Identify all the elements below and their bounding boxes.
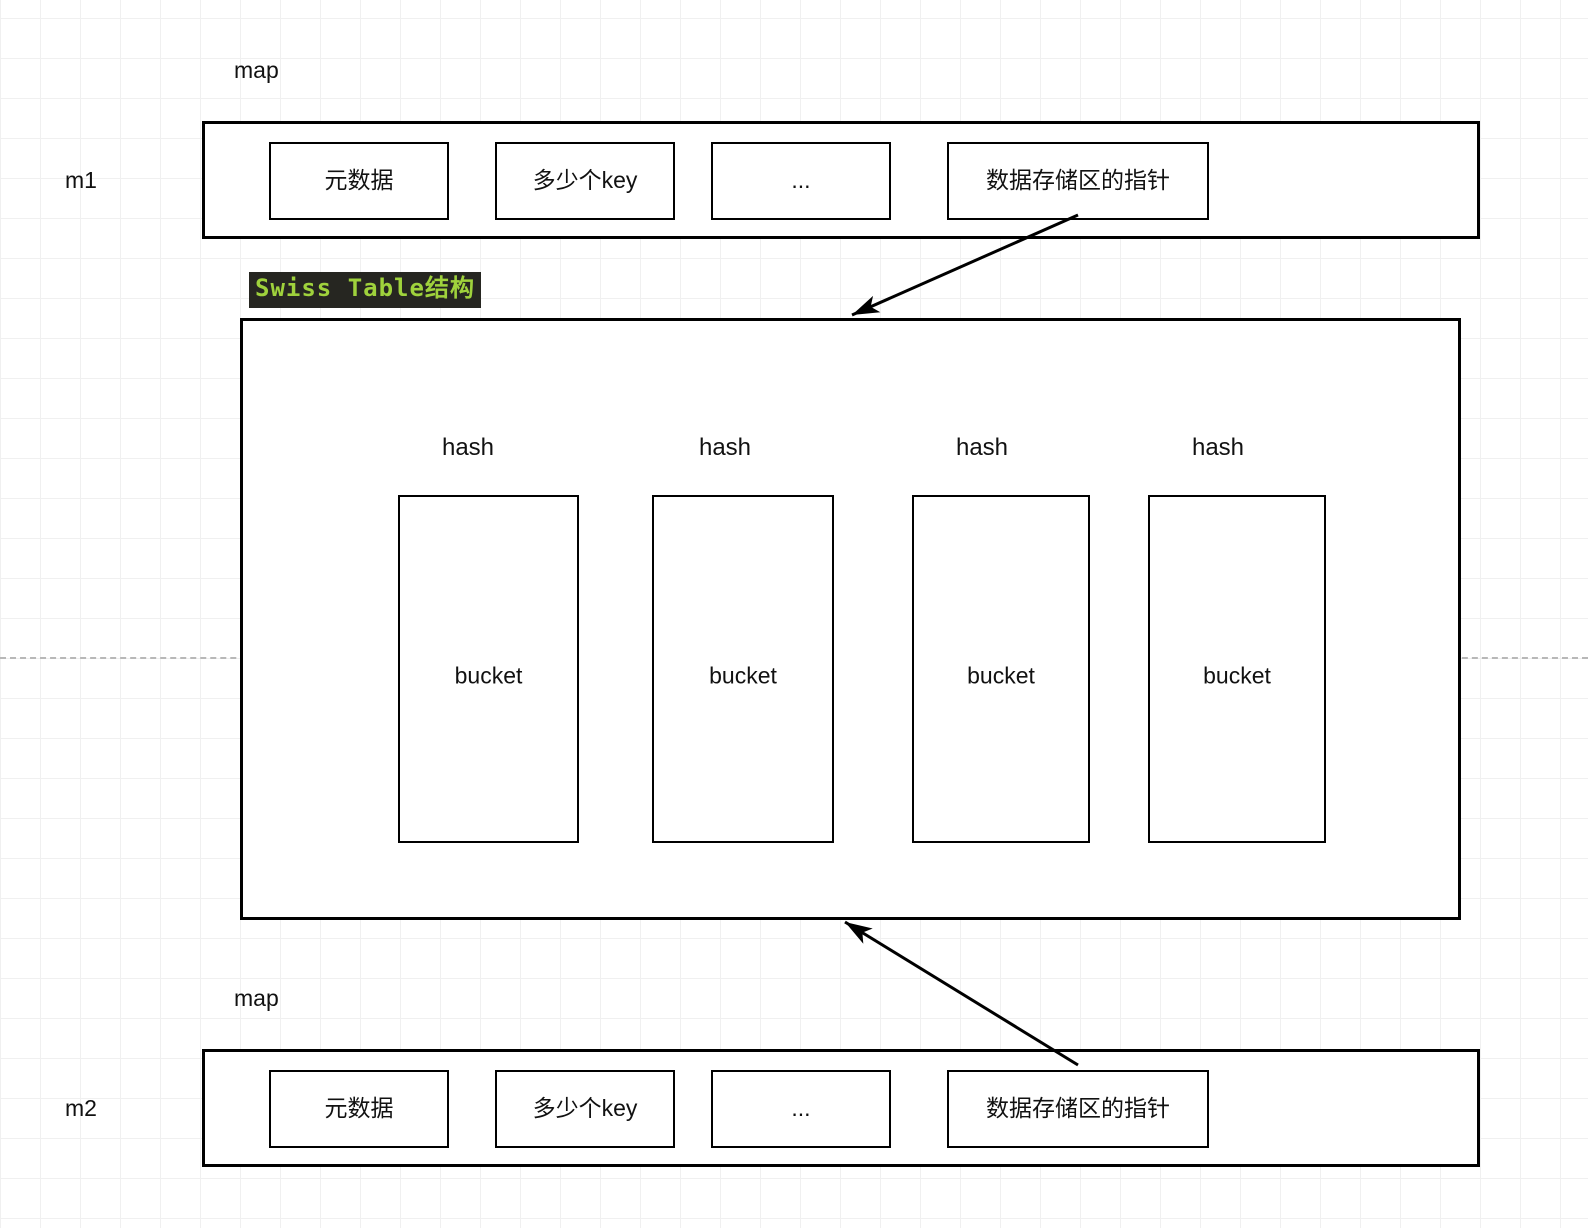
bucket-box-2[interactable]: bucket: [652, 495, 834, 843]
m2-field-data-pointer[interactable]: 数据存储区的指针: [947, 1070, 1209, 1148]
m2-field-key-count[interactable]: 多少个key: [495, 1070, 675, 1148]
bucket-label-3: bucket: [967, 662, 1035, 689]
map-label-bottom: map: [234, 985, 279, 1011]
map-label-top: map: [234, 57, 279, 83]
bucket-box-1[interactable]: bucket: [398, 495, 579, 843]
m2-map-container[interactable]: 元数据 多少个key ... 数据存储区的指针: [202, 1049, 1480, 1167]
m2-field-metadata[interactable]: 元数据: [269, 1070, 449, 1148]
bucket-label-1: bucket: [454, 662, 523, 689]
hash-label-2: hash: [698, 434, 752, 461]
hash-label-1: hash: [441, 434, 495, 461]
swiss-table-container[interactable]: hash hash hash hash bucket bucket bucket…: [240, 318, 1461, 920]
m2-field-ellipsis[interactable]: ...: [711, 1070, 891, 1148]
m1-field-key-count[interactable]: 多少个key: [495, 142, 675, 220]
bucket-box-3[interactable]: bucket: [912, 495, 1090, 843]
hash-label-4: hash: [1191, 434, 1245, 461]
bucket-label-4: bucket: [1203, 662, 1271, 689]
bucket-label-2: bucket: [709, 662, 777, 689]
m1-field-metadata[interactable]: 元数据: [269, 142, 449, 220]
arrow-m2-to-swiss-table: [844, 920, 1079, 1067]
m1-field-data-pointer[interactable]: 数据存储区的指针: [947, 142, 1209, 220]
m2-label: m2: [65, 1095, 97, 1121]
m1-label: m1: [65, 167, 97, 193]
swiss-table-tag: Swiss Table结构: [249, 272, 481, 308]
m1-field-ellipsis[interactable]: ...: [711, 142, 891, 220]
bucket-box-4[interactable]: bucket: [1148, 495, 1326, 843]
hash-label-3: hash: [955, 434, 1009, 461]
m1-map-container[interactable]: 元数据 多少个key ... 数据存储区的指针: [202, 121, 1480, 239]
